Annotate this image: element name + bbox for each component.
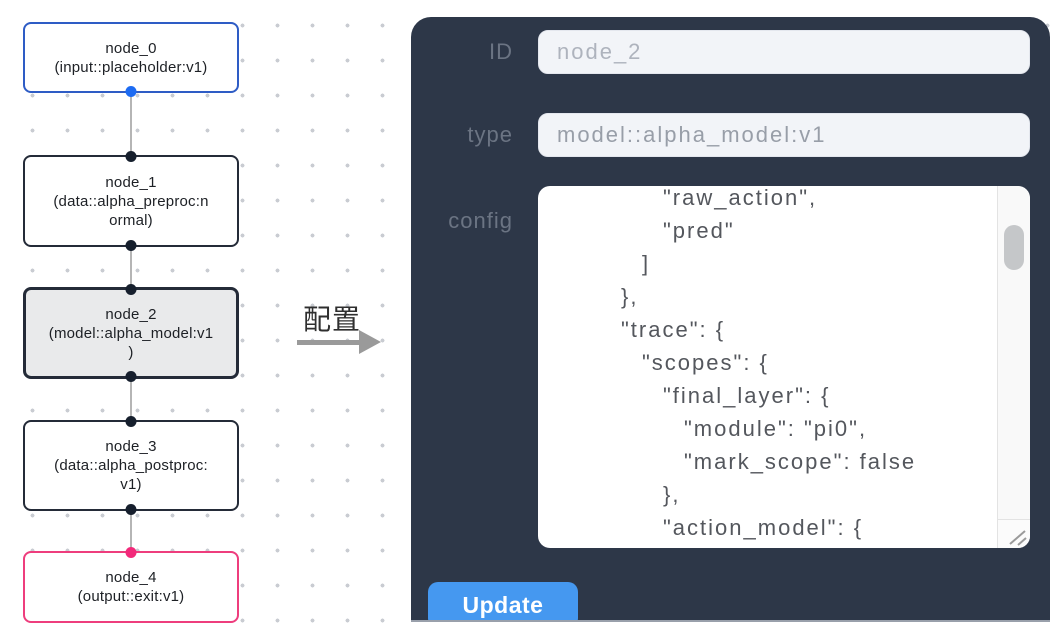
flow-node-node_3[interactable]: node_3(data::alpha_postproc:v1)	[23, 416, 239, 515]
config-line: "scopes": {	[642, 350, 769, 375]
update-button[interactable]: Update	[428, 582, 578, 620]
node-title: node_4	[105, 569, 157, 586]
flow-edge	[130, 93, 132, 155]
node-type-label: (model::alpha_model:v1	[48, 324, 214, 342]
transition-label: 配置	[302, 304, 361, 335]
config-line: "final_layer": {	[663, 383, 831, 408]
flow-node-node_4[interactable]: node_4(output::exit:v1)	[23, 547, 239, 623]
config-line: ]	[642, 251, 651, 276]
node-input-port[interactable]	[125, 284, 137, 295]
id-input[interactable]	[538, 30, 1030, 74]
config-line: },	[621, 284, 639, 309]
config-line: "raw_action",	[663, 186, 818, 210]
node-type-label: (output::exit:v1)	[77, 588, 185, 605]
node-title: node_1	[105, 173, 157, 191]
flow-edge	[130, 511, 132, 551]
node-type-label: v1)	[120, 476, 142, 493]
config-line: "module": "pi0",	[684, 416, 868, 441]
transition-arrow-head-icon	[359, 330, 381, 354]
config-scrollbar-thumb[interactable]	[1004, 225, 1024, 270]
node-title: node_0	[105, 39, 157, 57]
node-input-port[interactable]	[125, 151, 137, 162]
node-input-port[interactable]	[125, 416, 137, 427]
flow-edge	[130, 379, 132, 420]
node-input-port[interactable]	[125, 547, 137, 558]
config-line: "action_model": {	[663, 515, 864, 540]
node-type-label: ormal)	[109, 211, 153, 229]
resize-handle-icon[interactable]	[1006, 528, 1028, 546]
config-editor[interactable]: "raw_action", "pred"]}, "trace": { "scopes"…	[538, 186, 1030, 548]
node-output-port[interactable]	[125, 240, 137, 251]
type-field-label: type	[467, 122, 513, 147]
config-line: "mark_scope": false	[684, 449, 917, 474]
node-type-label: (data::alpha_postproc:	[54, 457, 208, 474]
node-type-label: (data::alpha_preproc:n	[53, 192, 209, 210]
node-title: node_3	[105, 438, 157, 455]
config-line: "trace": {	[621, 317, 726, 342]
node-output-port[interactable]	[125, 371, 137, 382]
config-panel: ID type config "raw_action", "pred"]}, "tr…	[411, 17, 1050, 622]
type-input[interactable]	[538, 113, 1030, 157]
config-line: "pred"	[663, 218, 735, 243]
config-scrollbar-corner	[997, 519, 1030, 548]
config-field-label: config	[448, 208, 513, 233]
config-line: },	[663, 482, 681, 507]
node-output-port[interactable]	[125, 86, 137, 97]
config-editor-content[interactable]: "raw_action", "pred"]}, "trace": { "scopes"…	[538, 186, 997, 548]
node-type-label: (input::placeholder:v1)	[54, 58, 208, 76]
transition-arrow	[297, 340, 361, 345]
node-output-port[interactable]	[125, 504, 137, 515]
flow-edge	[130, 247, 132, 287]
node-type-label: )	[128, 343, 134, 361]
id-field-label: ID	[489, 39, 513, 64]
flow-node-node_0[interactable]: node_0(input::placeholder:v1)	[23, 22, 239, 97]
panel-bottom-mask	[411, 622, 1062, 643]
config-scrollbar-track[interactable]	[997, 186, 1030, 519]
flow-node-node_2[interactable]: node_2(model::alpha_model:v1)	[23, 284, 239, 382]
node-title: node_2	[105, 305, 157, 323]
